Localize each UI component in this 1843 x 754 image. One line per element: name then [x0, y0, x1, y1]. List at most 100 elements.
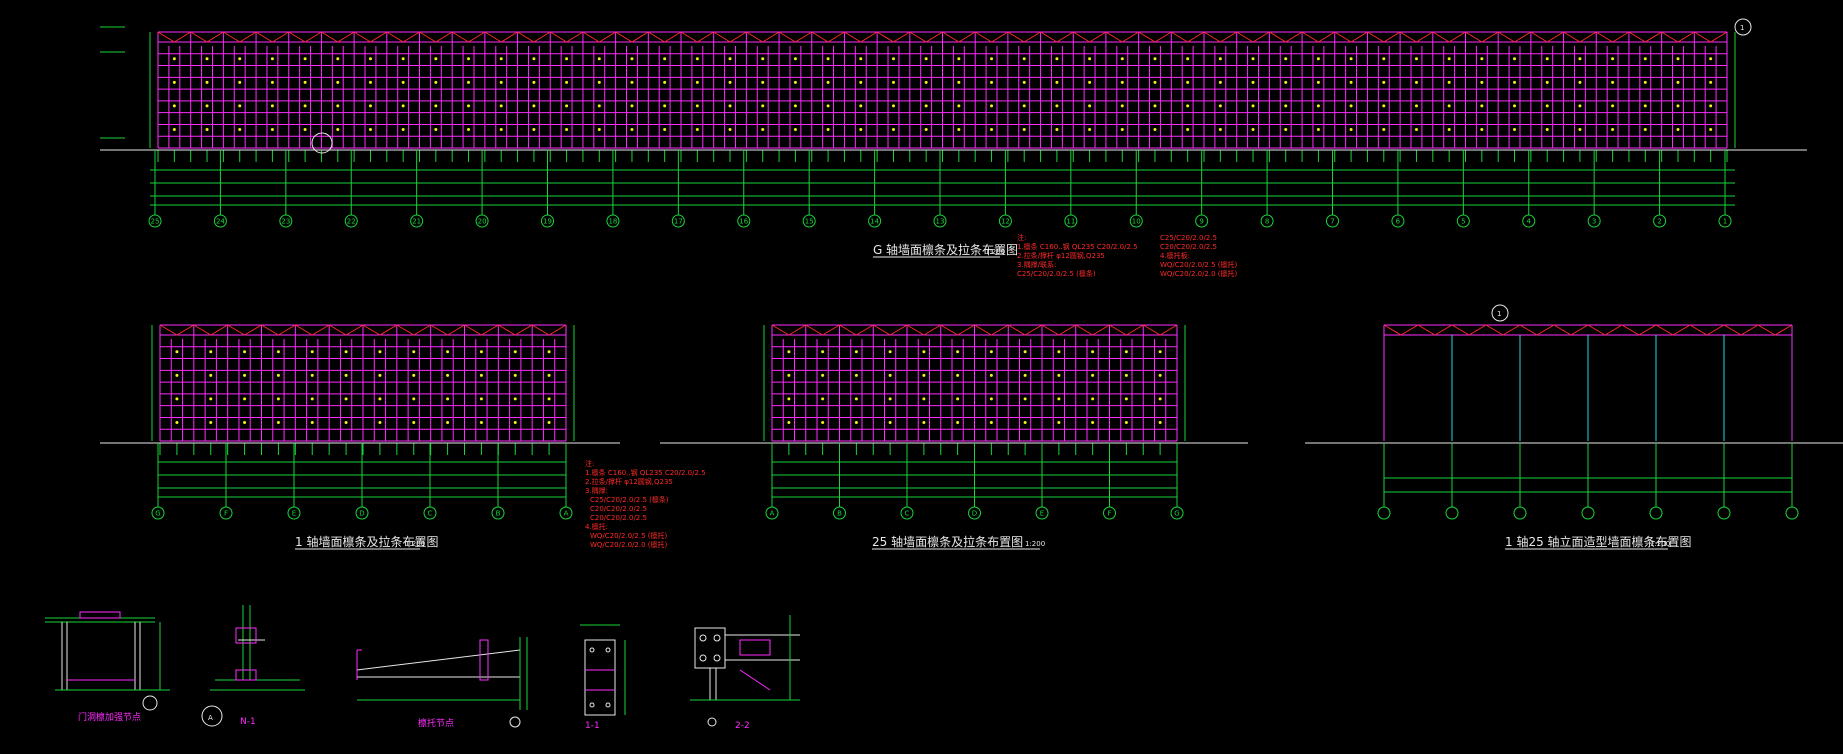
- axis-bubble: [423, 506, 437, 520]
- wall-brace: [909, 31, 927, 43]
- gable-view-title: 1 轴25 轴立面造型墙面檩条布置图: [1505, 534, 1692, 549]
- wall-marker: [378, 373, 382, 377]
- gable-brace: [1774, 324, 1793, 336]
- detail-2-title: N-1: [240, 717, 256, 727]
- wall-marker: [499, 57, 503, 61]
- wall-brace: [778, 31, 796, 43]
- notes-a-line: 1.檩条 C160..钢 QL235 C20/2.0/2.5: [1017, 242, 1138, 251]
- wall-marker: [310, 350, 314, 354]
- wall-marker: [728, 127, 732, 131]
- wall-brace: [206, 31, 224, 43]
- axis-label: F: [1107, 510, 1111, 518]
- wall-marker: [378, 420, 382, 424]
- wall-marker: [479, 373, 483, 377]
- wall-brace: [386, 31, 404, 43]
- axis-bubble: [606, 214, 620, 228]
- wall-marker: [888, 350, 892, 354]
- wall-brace: [451, 31, 469, 43]
- wall-marker: [1611, 80, 1615, 84]
- axis-label: 9: [1199, 218, 1203, 226]
- notes-b-line: C25/C20/2.0/2.5: [1160, 234, 1217, 242]
- wall-brace: [1677, 31, 1695, 43]
- axis-bubble: [868, 214, 882, 228]
- wall-marker: [303, 80, 307, 84]
- wall-marker: [989, 397, 993, 401]
- axis-label: 3: [1592, 218, 1596, 226]
- wall-brace: [1628, 31, 1646, 43]
- wall-marker: [310, 373, 314, 377]
- wall-marker: [565, 57, 569, 61]
- wall-marker: [761, 104, 765, 108]
- wall-marker: [1023, 373, 1027, 377]
- axis-bubble: [1587, 214, 1601, 228]
- wall-marker: [1251, 104, 1255, 108]
- axis-bubble: [541, 214, 554, 228]
- axis-label: 21: [412, 218, 421, 226]
- top-level-markers: [100, 26, 125, 139]
- wall-marker: [175, 350, 179, 354]
- wall-marker: [270, 127, 274, 131]
- wall-brace: [1092, 324, 1110, 336]
- wall-brace: [1350, 31, 1368, 43]
- view-1-title: 1 轴墙面檩条及拉条布置图: [295, 534, 438, 549]
- wall-marker: [243, 420, 247, 424]
- wall-marker: [344, 350, 348, 354]
- top-detail-marker-label: 1: [1740, 24, 1744, 32]
- wall-marker: [368, 57, 372, 61]
- gable-brace: [1740, 324, 1759, 336]
- wall-marker: [368, 80, 372, 84]
- wall-marker: [1513, 57, 1517, 61]
- wall-marker: [1057, 350, 1061, 354]
- top-view-title: 轴墙面檩条及拉条布置图: [886, 242, 1018, 257]
- notes-c-line: 2.拉条/撑杆 φ12圆钢,Q235: [585, 477, 673, 486]
- axis-bubble: [344, 214, 358, 228]
- axis-bubble: [900, 506, 914, 520]
- gable-brace: [1434, 324, 1453, 336]
- axis-bubble: [802, 214, 816, 228]
- wall-marker: [1186, 80, 1190, 84]
- wall-brace: [549, 31, 567, 43]
- wall-marker: [663, 127, 667, 131]
- axis-bubble: [1260, 214, 1274, 228]
- wall-brace: [1465, 31, 1483, 43]
- detail-purlin-support: 檩托节点: [356, 637, 528, 729]
- wall-marker: [336, 104, 340, 108]
- axis-label: 14: [870, 218, 879, 226]
- wall-brace: [288, 31, 306, 43]
- wall-marker: [1284, 104, 1288, 108]
- wall-brace: [942, 31, 960, 43]
- wall-marker: [336, 57, 340, 61]
- wall-marker: [1022, 57, 1026, 61]
- wall-brace: [974, 324, 992, 336]
- wall-marker: [1480, 104, 1484, 108]
- wall-marker: [821, 397, 825, 401]
- notes-a-line: 2.拉条/撑杆 φ12圆钢,Q235: [1017, 251, 1105, 260]
- axis-bubble: [287, 506, 301, 520]
- wall-marker: [344, 373, 348, 377]
- wall-marker: [1218, 127, 1222, 131]
- wall-brace: [811, 31, 829, 43]
- wall-marker: [1545, 80, 1549, 84]
- axis-label: 15: [805, 218, 814, 226]
- notes-c-line: 1.檩条 C160..钢 QL235 C20/2.0/2.5: [585, 468, 706, 477]
- axis-label: 17: [674, 218, 683, 226]
- axis-bubble: [1581, 506, 1595, 520]
- wall-brace: [1109, 324, 1127, 336]
- wall-brace: [1236, 31, 1254, 43]
- wall-brace: [1007, 31, 1025, 43]
- gable-brace: [1706, 324, 1725, 336]
- axis-bubble: [1649, 506, 1663, 520]
- axis-bubble: [933, 214, 947, 228]
- wall-marker: [412, 350, 416, 354]
- wall-marker: [1158, 350, 1162, 354]
- gable-brace: [1638, 324, 1657, 336]
- detail-n1: A N-1: [201, 605, 305, 727]
- wall-marker: [1091, 397, 1095, 401]
- axis-bubble: [671, 214, 685, 228]
- wall-brace: [1203, 31, 1221, 43]
- wall-marker: [467, 104, 471, 108]
- wall-marker: [276, 350, 280, 354]
